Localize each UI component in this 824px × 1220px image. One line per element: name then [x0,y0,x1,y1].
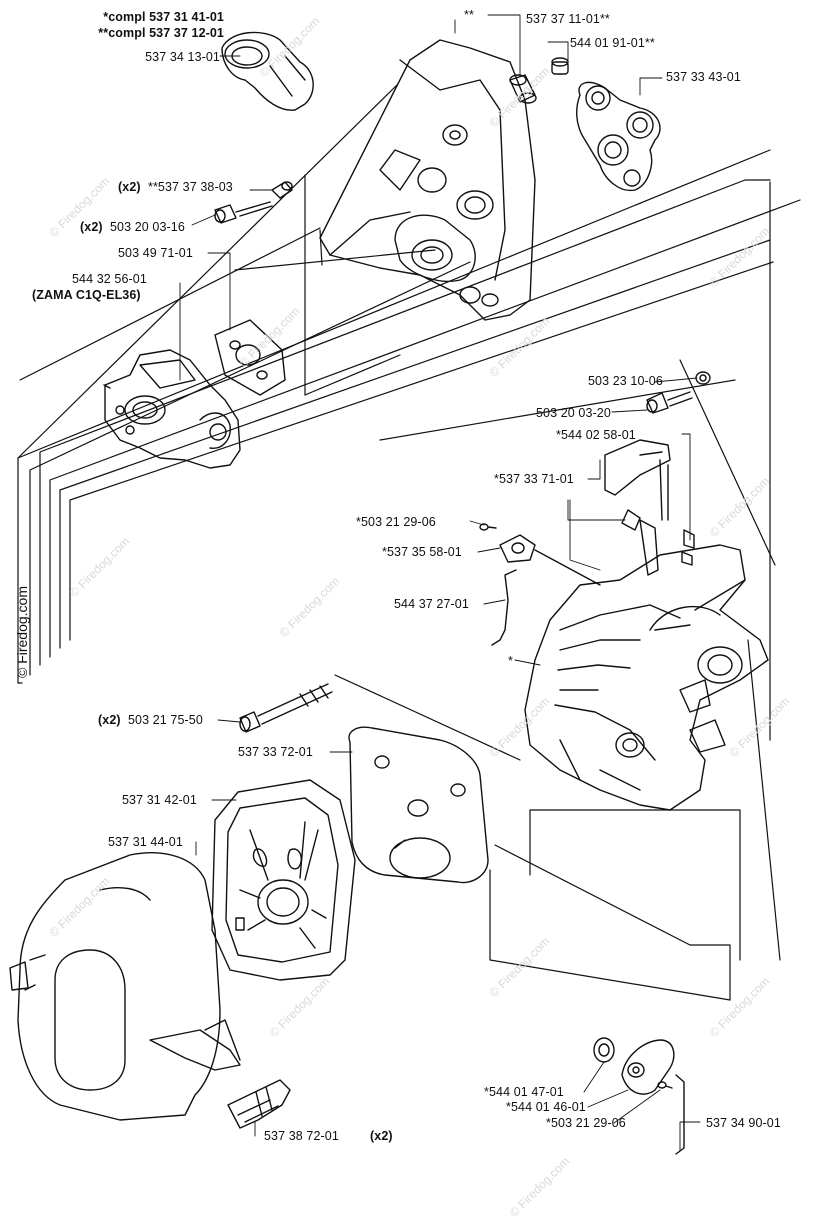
air-filter-cover-part [9,852,241,1121]
alignment-lines [17,83,801,1001]
screw-part-503212906b [657,1081,673,1089]
label-537-33-71-01: *537 33 71-01 [494,472,574,486]
screw-part-503200320 [646,391,693,414]
carburetor-housing-part [319,39,536,321]
label-544-01-47-01: *544 01 47-01 [484,1085,564,1099]
o-ring-part-544014701 [593,1037,615,1063]
qty-x2-c: (x2) [98,713,121,727]
leader-lines [179,14,701,1151]
choke-part-537355801 [499,534,601,586]
washer-part-503231006 [695,371,711,385]
label-544-01-46-01: *544 01 46-01 [506,1100,586,1114]
sleeve-part [271,181,293,199]
label-503-49-71-01: 503 49 71-01 [118,246,193,260]
filter-gasket-part [348,726,489,884]
label-544-01-91-01: 544 01 91-01** [570,36,655,50]
label-503-20-03-16: 503 20 03-16 [110,220,185,234]
air-filter-housing-part [524,544,769,811]
manifold-gasket-part [576,81,661,192]
label-537-35-58-01: *537 35 58-01 [382,545,462,559]
label-537-34-90-01: 537 34 90-01 [706,1116,781,1130]
label-537-34-13-01: 537 34 13-01 [145,50,220,64]
qty-x2-d: (x2) [370,1129,393,1143]
carburetor-part [103,349,241,469]
label-compl-a: *compl 537 31 41-01 [103,10,224,24]
label-star1: * [508,654,513,668]
label-compl-b: **compl 537 37 12-01 [98,26,224,40]
carb-gasket-part [214,319,286,396]
label-537-37-11-01: 537 37 11-01** [526,12,610,26]
label-544-32-56-01: 544 32 56-01 [72,272,147,286]
label-537-33-43-01: 537 33 43-01 [666,70,741,84]
label-503-21-29-06-b: *503 21 29-06 [546,1116,626,1130]
plug-part [551,57,569,75]
qty-x2-b: (x2) [80,220,103,234]
label-503-21-75-50: 503 21 75-50 [128,713,203,727]
nipple-part [509,74,537,104]
qty-x2-a: (x2) [118,180,141,194]
screw-part-503212906 [479,523,497,531]
air-filter-part [211,779,356,981]
screw-part-503200316 [214,201,273,224]
label-star2: ** [464,8,474,22]
intake-adapter-part [221,31,314,111]
plate-part-544014601 [621,1039,675,1095]
label-537-31-44-01: 537 31 44-01 [108,835,183,849]
label-503-20-03-20: 503 20 03-20 [536,406,611,420]
choke-rod-part-544372701 [491,569,517,646]
label-503-21-29-06-a: *503 21 29-06 [356,515,436,529]
label-537-37-38-03: **537 37 38-03 [148,180,233,194]
label-537-33-72-01: 537 33 72-01 [238,745,313,759]
label-zama: (ZAMA C1Q-EL36) [32,288,141,302]
label-537-31-42-01: 537 31 42-01 [122,793,197,807]
bolt-part-503217550 [239,683,333,733]
label-544-37-27-01: 544 37 27-01 [394,597,469,611]
lever-part-544025801 [604,439,671,531]
label-537-38-72-01: 537 38 72-01 [264,1129,339,1143]
label-544-02-58-01: *544 02 58-01 [556,428,636,442]
clip-part [227,1079,291,1129]
rod-part-537349001 [675,1074,685,1155]
copyright-text: © Firedog.com [14,586,30,679]
lever-part-537337101 [639,519,695,576]
label-503-23-10-06: 503 23 10-06 [588,374,663,388]
